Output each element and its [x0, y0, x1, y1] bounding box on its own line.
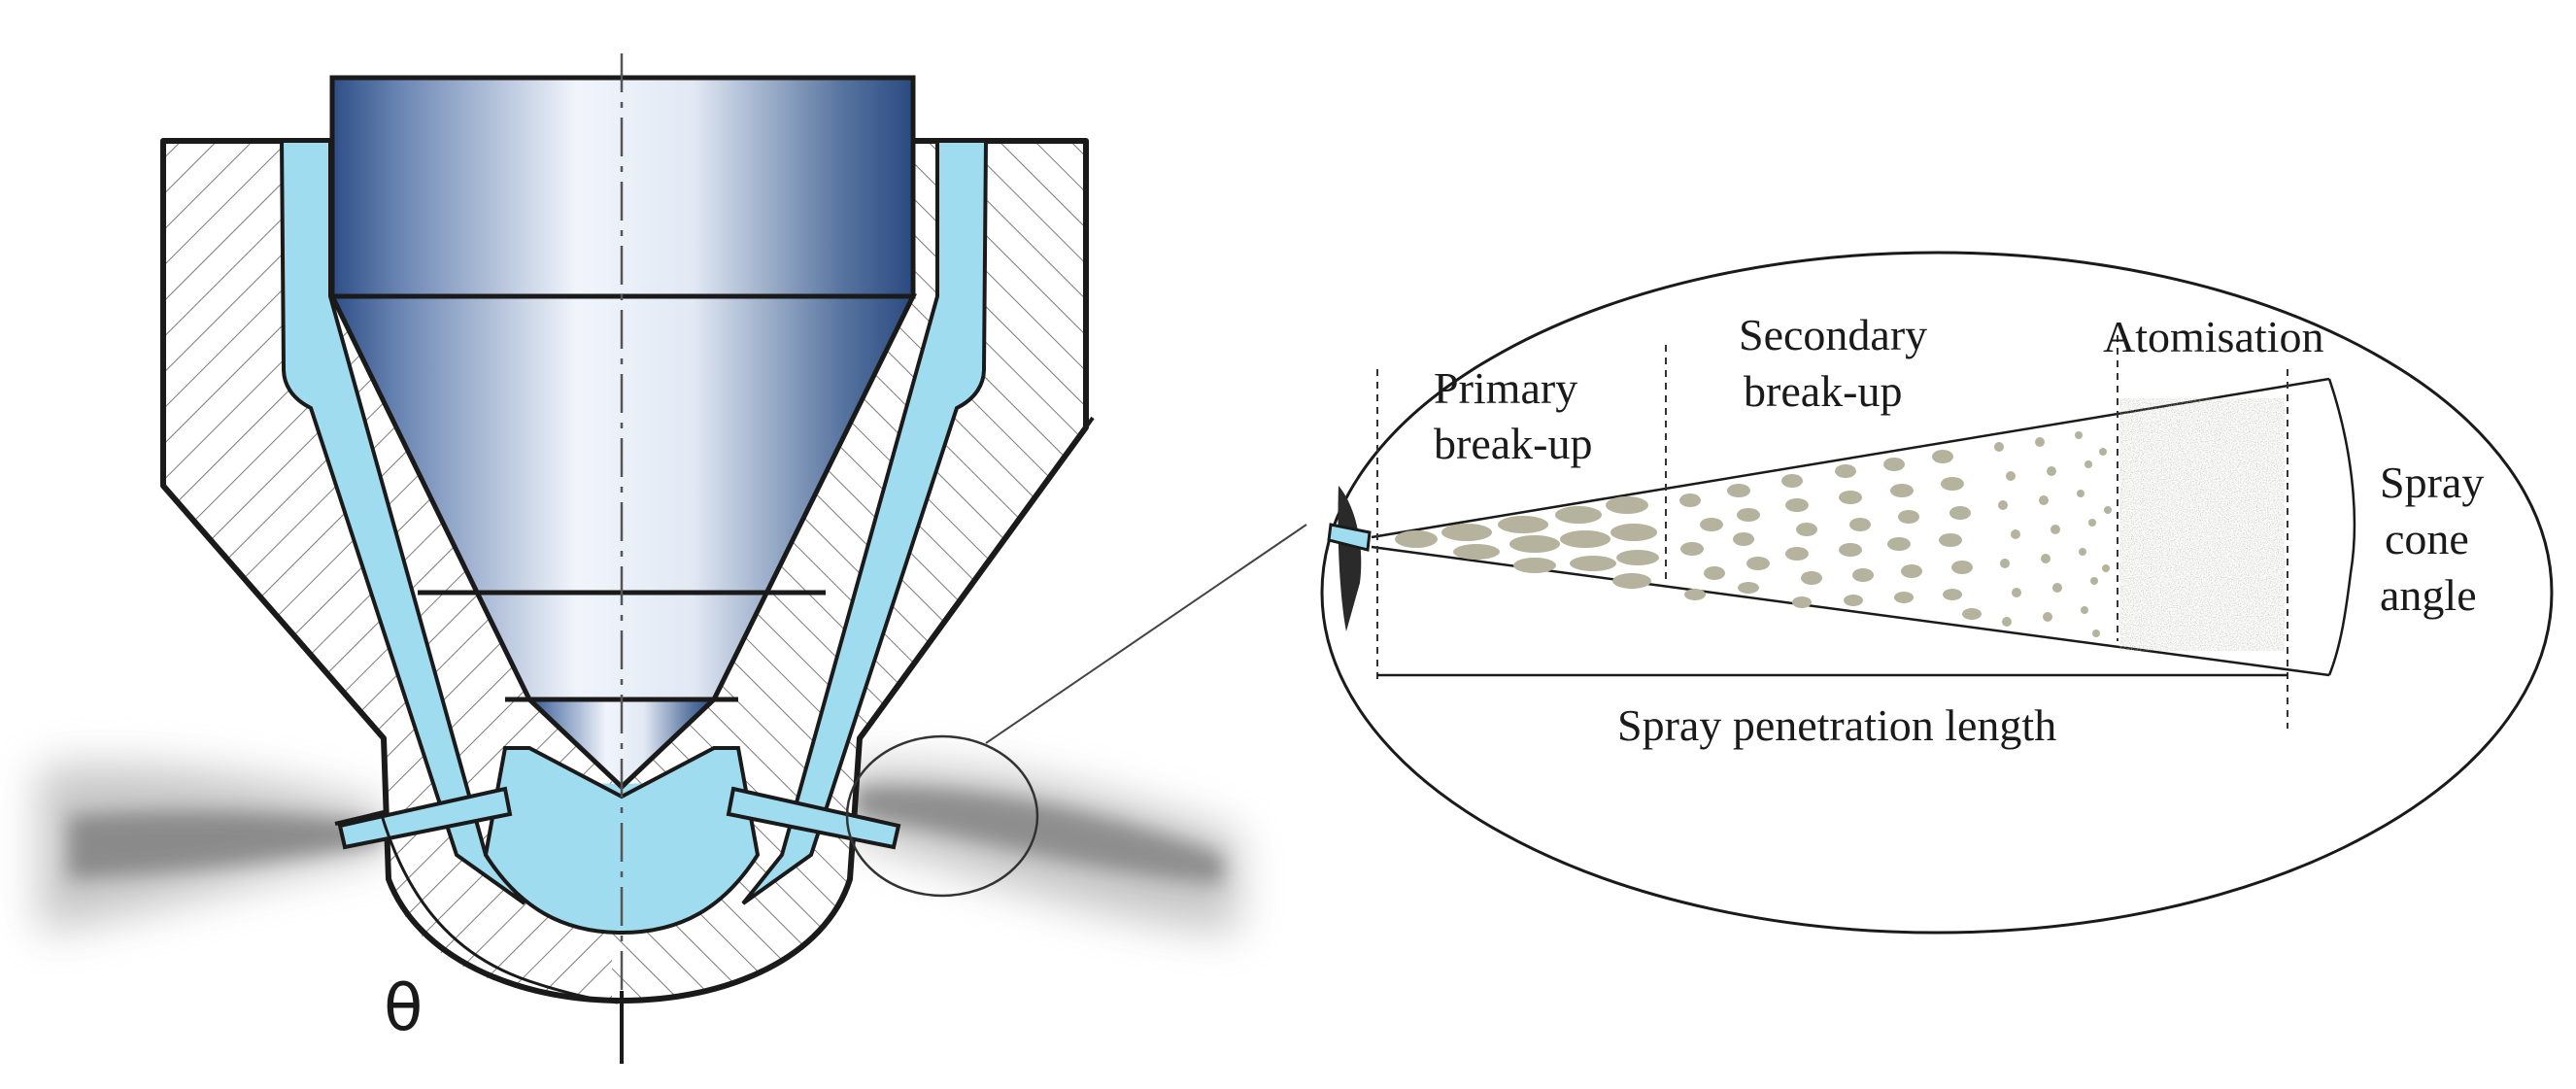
fine-droplets — [1994, 431, 2112, 637]
spray-detail-inset: Primary break-up Secondary break-up Atom… — [1320, 251, 2554, 935]
secondary-breakup-label-2: break-up — [1744, 366, 1902, 416]
theta-label: θ — [384, 970, 423, 1045]
spray-plume-right — [845, 766, 1238, 933]
cone-angle-label-2: cone — [2385, 514, 2469, 563]
atomisation-label: Atomisation — [2103, 312, 2323, 361]
primary-breakup-label-1: Primary — [1434, 363, 1577, 413]
spray-angle-marker: θ — [334, 810, 624, 1064]
zoom-circle — [845, 734, 1039, 898]
penetration-length-label: Spray penetration length — [1617, 700, 2056, 750]
atomisation-mist — [2119, 398, 2285, 651]
zoom-line-upper — [985, 524, 1307, 744]
spray-plume-left — [39, 765, 384, 933]
fuel-gallery — [279, 139, 989, 936]
primary-breakup-label-2: break-up — [1434, 419, 1592, 468]
secondary-breakup-label-1: Secondary — [1739, 310, 1927, 359]
cone-angle-label-3: angle — [2380, 570, 2477, 620]
primary-droplets — [1395, 496, 1659, 589]
secondary-droplets — [1679, 450, 1982, 620]
cone-angle-label-1: Spray — [2380, 458, 2484, 507]
